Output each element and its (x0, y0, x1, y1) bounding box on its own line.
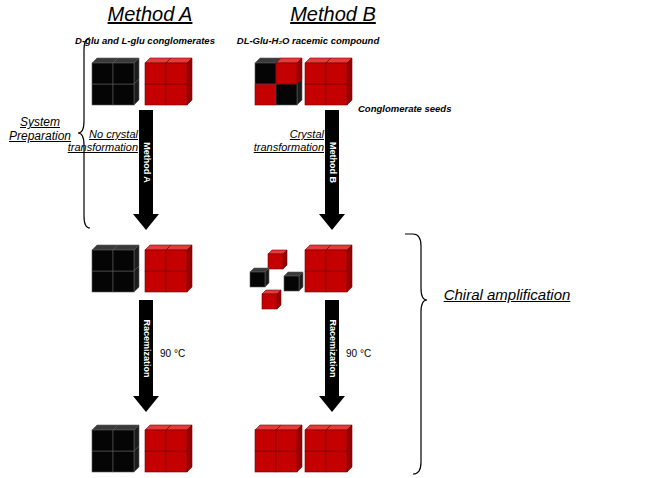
cube (250, 268, 269, 287)
cube (276, 58, 302, 84)
cube (326, 425, 352, 451)
right-brace (405, 234, 427, 474)
cube (326, 58, 352, 84)
arrow-label: Racemization (142, 319, 151, 377)
cube (262, 290, 281, 309)
process-note: Crystal transformation (240, 128, 324, 153)
process-arrow: Racemization (133, 300, 159, 412)
process-note: No crystal transformation (62, 128, 138, 153)
cube (113, 245, 139, 271)
cube (113, 58, 139, 84)
column-title: Method A (85, 3, 215, 26)
cube (166, 245, 192, 271)
temperature-label: 90 °C (346, 348, 396, 360)
cube (166, 58, 192, 84)
arrow-body (133, 110, 159, 230)
cube (166, 425, 192, 451)
temperature-label: 90 °C (160, 348, 210, 360)
cube (326, 245, 352, 271)
group-caption: DL-Glu-H₂O racemic compound (218, 36, 398, 47)
arrow-body (133, 300, 159, 412)
cube-crystals (92, 58, 352, 472)
arrow-label: Racemization (328, 319, 337, 377)
column-title: Method B (268, 3, 398, 26)
arrow-body (319, 300, 345, 412)
cube (268, 250, 287, 269)
arrow-body (319, 110, 345, 230)
left-brace (78, 38, 90, 228)
arrow-label: Method A (141, 142, 150, 183)
process-arrow: Method B (319, 110, 345, 230)
cube (113, 425, 139, 451)
process-arrow: Racemization (319, 300, 345, 412)
stage-label: Chiral amplification (432, 286, 582, 303)
cube (276, 425, 302, 451)
group-caption: D-glu and L-glu conglomerates (55, 36, 235, 47)
cube (284, 272, 303, 291)
stage-label: System Preparation (3, 116, 77, 144)
arrow-label: Method B (328, 142, 337, 183)
process-arrow: Method A (133, 110, 159, 230)
group-caption: Conglomerate seeds (358, 104, 478, 115)
